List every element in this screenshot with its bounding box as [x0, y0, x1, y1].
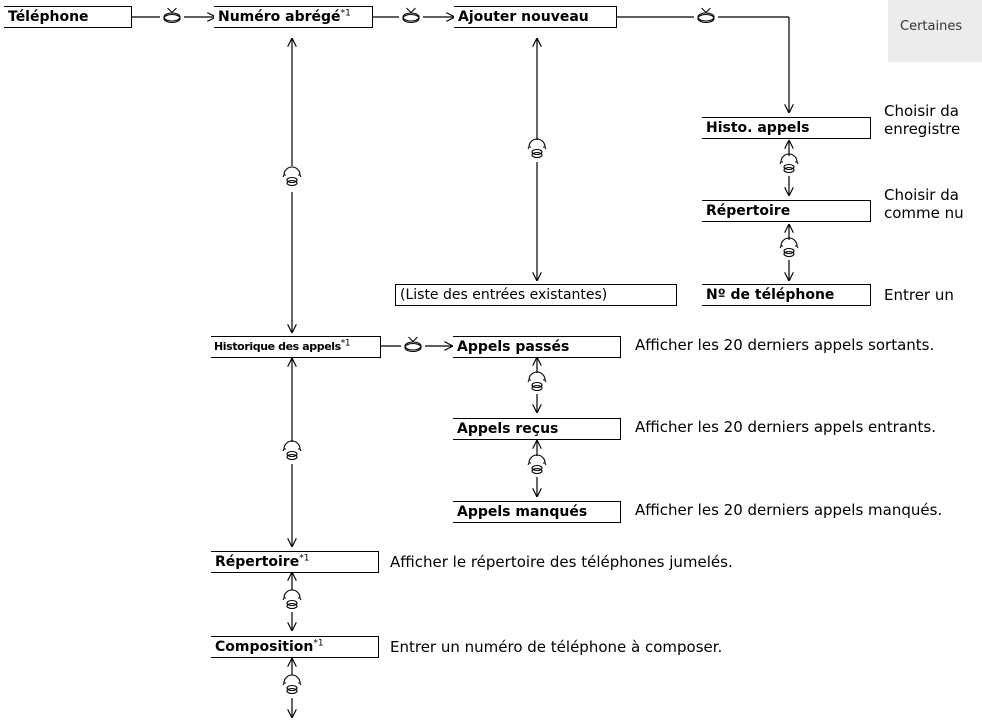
menu-label-existing-entries: (Liste des entrées existantes): [400, 287, 608, 303]
description-phone-number: Entrer un: [884, 286, 954, 304]
menu-label-phonebook-sub: Répertoire: [706, 203, 791, 219]
press-knob-icon: [697, 7, 715, 24]
description-call-history-short: Choisir da enregistre: [884, 102, 960, 138]
rotate-knob-icon: [282, 440, 302, 461]
rotate-knob-icon: [282, 589, 302, 610]
menu-label-call-history-short: Histo. appels: [706, 120, 810, 136]
press-knob-icon: [163, 7, 181, 24]
footnote-marker: *1: [340, 338, 351, 349]
description-phonebook: Afficher le répertoire des téléphones ju…: [390, 553, 733, 571]
menu-label-call-history: Historique des appels: [214, 340, 341, 353]
description-received-calls: Afficher les 20 derniers appels entrants…: [635, 418, 936, 436]
rotate-knob-icon: [527, 138, 547, 159]
menu-label-add-new: Ajouter nouveau: [458, 9, 589, 25]
menu-label-phonebook: Répertoire: [215, 554, 300, 570]
footnote-marker: *1: [299, 553, 310, 564]
menu-label-phone-number: Nº de téléphone: [706, 287, 835, 303]
menu-label-dialed-calls: Appels passés: [457, 339, 570, 355]
menu-label-telephone: Téléphone: [8, 9, 89, 25]
menu-box-dial[interactable]: Composition*1: [211, 636, 379, 658]
description-dialed-calls: Afficher les 20 derniers appels sortants…: [635, 336, 935, 354]
menu-box-speed-dial[interactable]: Numéro abrégé*1: [214, 6, 373, 28]
press-knob-icon: [404, 336, 422, 353]
description-missed-calls: Afficher les 20 derniers appels manqués.: [635, 501, 943, 519]
rotate-knob-icon: [527, 371, 547, 392]
description-line: enregistre: [884, 120, 961, 138]
description-dial: Entrer un numéro de téléphone à composer…: [390, 638, 723, 656]
rotate-knob-icon: [282, 166, 302, 187]
rotate-knob-icon: [779, 153, 799, 174]
press-knob-icon: [402, 7, 420, 24]
menu-box-add-new[interactable]: Ajouter nouveau: [454, 6, 617, 28]
menu-box-phonebook[interactable]: Répertoire*1: [211, 551, 379, 573]
rotate-knob-icon: [779, 237, 799, 258]
footnote-marker: *1: [340, 8, 351, 19]
description-line: comme nu: [884, 204, 964, 222]
menu-box-phonebook-sub[interactable]: Répertoire: [702, 200, 871, 222]
menu-box-phone-number[interactable]: Nº de téléphone: [702, 284, 871, 306]
rotate-knob-icon: [282, 674, 302, 695]
menu-box-dialed-calls[interactable]: Appels passés: [453, 336, 621, 358]
side-note-text: Certaines: [900, 19, 963, 34]
menu-box-missed-calls[interactable]: Appels manqués: [453, 501, 621, 523]
menu-box-call-history[interactable]: Historique des appels*1: [211, 336, 381, 358]
menu-label-received-calls: Appels reçus: [457, 421, 559, 437]
menu-box-received-calls[interactable]: Appels reçus: [453, 418, 621, 440]
description-phonebook-sub: Choisir da comme nu: [884, 186, 964, 222]
menu-box-call-history-short[interactable]: Histo. appels: [702, 117, 871, 139]
description-line: Choisir da: [884, 102, 959, 120]
footnote-marker: *1: [313, 638, 324, 649]
menu-label-dial: Composition: [215, 639, 314, 655]
side-note: Certaines: [888, 0, 982, 62]
menu-box-existing-entries[interactable]: (Liste des entrées existantes): [395, 284, 677, 306]
menu-label-missed-calls: Appels manqués: [457, 504, 588, 520]
description-line: Choisir da: [884, 186, 959, 204]
menu-box-telephone[interactable]: Téléphone: [4, 6, 132, 28]
rotate-knob-icon: [527, 454, 547, 475]
menu-label-speed-dial: Numéro abrégé: [218, 9, 341, 25]
